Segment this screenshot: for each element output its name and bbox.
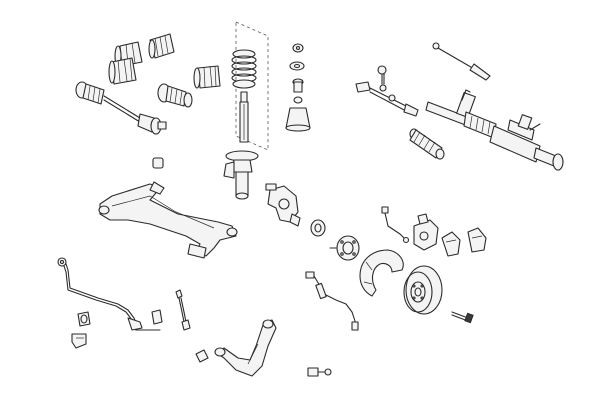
brake-caliper-icon [413, 213, 439, 251]
stabilizer-bar-icon [57, 257, 161, 331]
coil-spring-icon [231, 49, 257, 89]
bump-stop-icon [285, 78, 311, 132]
wheel-bearing-icon [310, 219, 326, 237]
tie-rod-icon [377, 65, 387, 92]
brake-shield-icon [359, 249, 404, 297]
shock-absorber-icon [223, 150, 259, 200]
bushing-icon [195, 349, 209, 363]
drive-shaft-icon [75, 81, 167, 135]
bolt-icon [451, 311, 474, 324]
brake-pads-icon [441, 227, 487, 257]
wheel-hub-icon [329, 235, 360, 261]
bushing-icon [307, 367, 332, 377]
steering-knuckle-icon [265, 183, 301, 227]
cv-boot-icon [148, 33, 175, 59]
brake-disc-icon [403, 265, 443, 315]
rack-boot-icon [409, 128, 445, 160]
bushing-icon [71, 333, 87, 349]
subframe-control-arm-icon [98, 157, 238, 259]
brake-hose-icon [381, 206, 410, 244]
lower-control-arm-icon [214, 319, 277, 377]
shock-absorber-icon [239, 91, 249, 143]
strut-mount-icon [289, 43, 305, 71]
steering-rack-icon [425, 89, 564, 171]
sensor-cable-icon [305, 271, 359, 331]
drive-shaft-icon [157, 83, 193, 108]
tie-rod-icon [432, 42, 491, 81]
cv-boot-icon [108, 57, 137, 85]
cv-boot-icon [193, 65, 221, 89]
stabilizer-link-icon [175, 289, 191, 331]
bushing-icon [77, 311, 91, 327]
tie-rod-icon [355, 81, 419, 117]
bushing-icon [151, 309, 163, 325]
